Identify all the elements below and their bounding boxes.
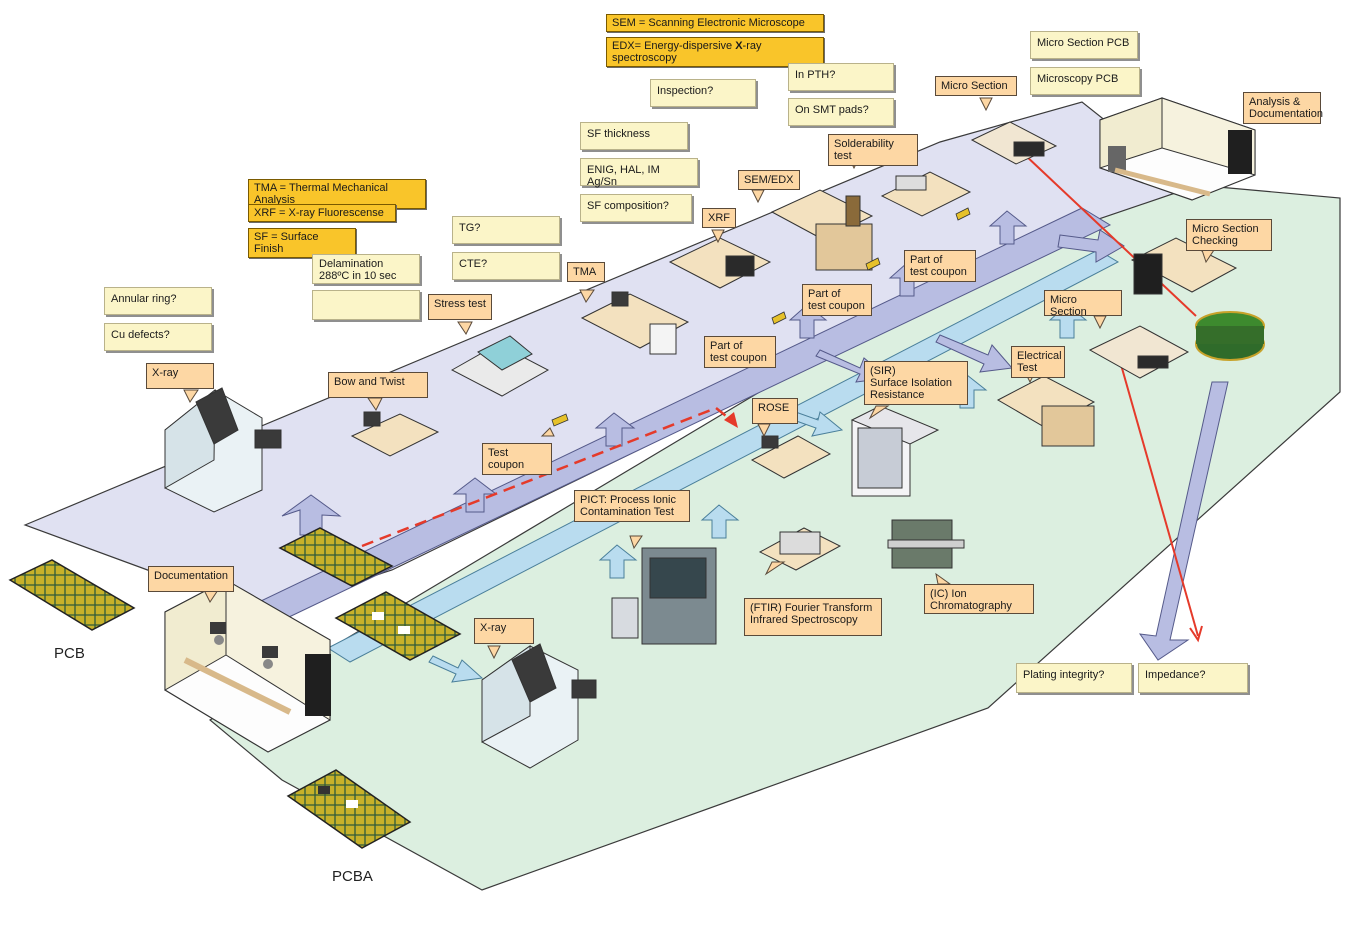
ic-callout: (IC) Ion Chromatography	[924, 584, 1034, 614]
sem-edx-callout: SEM/EDX	[738, 170, 800, 190]
microscopy-pcb-question: Microscopy PCB	[1030, 67, 1140, 95]
sf-definition: SF = Surface Finish	[248, 228, 356, 258]
xrf-callout: XRF	[702, 208, 736, 228]
micro-section-top-callout: Micro Section	[935, 76, 1017, 96]
inspection-question: Inspection?	[650, 79, 756, 107]
ftir-callout: (FTIR) Fourier Transform Infrared Spectr…	[744, 598, 882, 636]
pict-callout: PICT: Process Ionic Contamination Test	[574, 490, 690, 522]
plating-integrity-question: Plating integrity?	[1016, 663, 1132, 693]
sf-thickness-question: SF thickness	[580, 122, 688, 150]
pcba-board-mid	[334, 591, 462, 661]
part-coupon-callout-2: Part of test coupon	[802, 284, 872, 316]
stress-test-callout: Stress test	[428, 294, 492, 320]
pcb-branch-arrows	[281, 210, 1229, 661]
sem-definition: SEM = Scanning Electronic Microscope	[606, 14, 824, 32]
on-smt-question: On SMT pads?	[788, 98, 894, 126]
edx-definition-bold: X	[735, 40, 743, 52]
xray-bottom-callout: X-ray	[474, 618, 534, 644]
bow-twist-callout: Bow and Twist	[328, 372, 428, 398]
pcba-flow-arrow	[326, 249, 1120, 663]
delamination-question: Delamination 288ºC in 10 sec	[312, 254, 420, 284]
micro-section-pcb-question: Micro Section PCB	[1030, 31, 1138, 59]
analysis-documentation-callout: Analysis & Documentation	[1243, 92, 1323, 124]
pcba-label: PCBA	[332, 868, 373, 885]
cte-question: CTE?	[452, 252, 560, 280]
pcb-coupon-board	[278, 527, 394, 587]
tma-callout: TMA	[567, 262, 605, 282]
rose-callout: ROSE	[752, 398, 798, 424]
sir-callout: (SIR) Surface Isolation Resistance	[864, 361, 968, 405]
impedance-question: Impedance?	[1138, 663, 1248, 693]
test-coupon-callout: Test coupon	[482, 443, 552, 475]
annular-ring-question: Annular ring?	[104, 287, 212, 315]
blank-question-box	[312, 290, 420, 320]
pcba-board	[286, 769, 412, 849]
sf-composition-question: SF composition?	[580, 194, 692, 222]
edx-definition-prefix: EDX= Energy-dispersive	[612, 40, 736, 52]
xrf-definition: XRF = X-ray Fluorescense	[248, 204, 396, 222]
documentation-callout: Documentation	[148, 566, 234, 592]
electrical-test-callout: Electrical Test	[1011, 346, 1065, 378]
in-pth-question: In PTH?	[788, 63, 894, 91]
pcb-label: PCB	[54, 645, 85, 662]
tg-question: TG?	[452, 216, 560, 244]
edx-definition: EDX= Energy-dispersive X-ray spectroscop…	[606, 37, 824, 67]
enig-question: ENIG, HAL, IM Ag/Sn	[580, 158, 698, 188]
coupon-markers	[551, 207, 971, 427]
solderability-callout: Solderability test	[828, 134, 918, 166]
micro-section-checking-callout: Micro Section Checking	[1186, 219, 1272, 251]
micro-section-sample	[1195, 311, 1265, 361]
xray-top-callout: X-ray	[146, 363, 214, 389]
part-coupon-callout-1: Part of test coupon	[704, 336, 776, 368]
pcb-board	[8, 559, 136, 631]
red-analysis-arrow-2	[1113, 339, 1199, 637]
station-shapes	[164, 121, 1238, 769]
edx-definition-suffix: -ray spectroscopy	[612, 40, 762, 64]
documentation-room	[164, 579, 331, 753]
cu-defects-question: Cu defects?	[104, 323, 212, 351]
part-coupon-callout-3: Part of test coupon	[904, 250, 976, 282]
red-analysis-arrow-1	[1023, 153, 1197, 317]
analysis-room	[1099, 97, 1256, 201]
micro-section-right-callout: Micro Section	[1044, 290, 1122, 318]
